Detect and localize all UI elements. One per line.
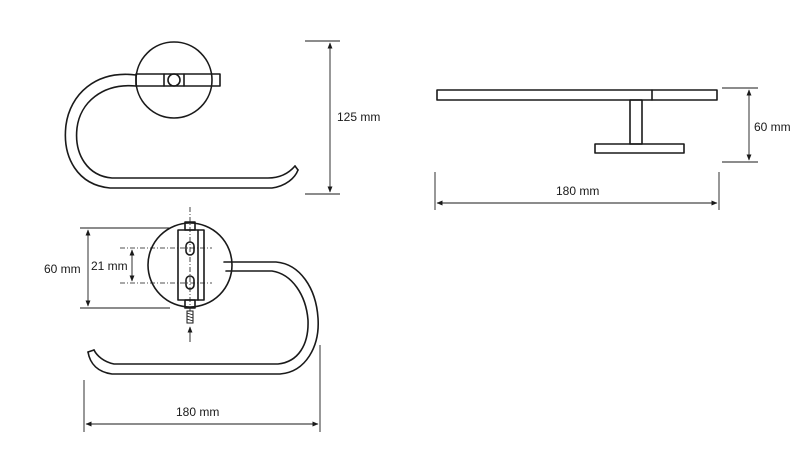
- front-hole-upper: [185, 241, 195, 256]
- side-height-label: 125 mm: [337, 110, 380, 124]
- top-view: 60 mm 180 mm: [434, 87, 791, 210]
- side-hook: [64, 73, 299, 189]
- front-plate-height-label: 60 mm: [44, 262, 81, 276]
- front-hole-lower: [185, 275, 195, 290]
- front-hook: [87, 261, 319, 375]
- side-bar: [135, 73, 221, 87]
- front-hole-spacing-label: 21 mm: [91, 259, 128, 273]
- side-view: 125 mm: [64, 40, 380, 195]
- set-screw: [186, 310, 194, 342]
- front-wall-rosette: [147, 222, 233, 308]
- side-hook-inner: [75, 84, 296, 179]
- top-bar: [436, 89, 718, 101]
- side-wall-rosette: [135, 41, 213, 119]
- front-view: 60 mm 21 mm 180 mm: [44, 207, 321, 432]
- top-stem: [629, 99, 643, 145]
- top-width-label: 180 mm: [556, 184, 599, 198]
- front-width-label: 180 mm: [176, 405, 219, 419]
- front-hook-inner: [93, 270, 309, 365]
- top-base-plate: [594, 143, 685, 154]
- side-center-cap: [167, 73, 181, 87]
- top-height-label: 60 mm: [754, 120, 791, 134]
